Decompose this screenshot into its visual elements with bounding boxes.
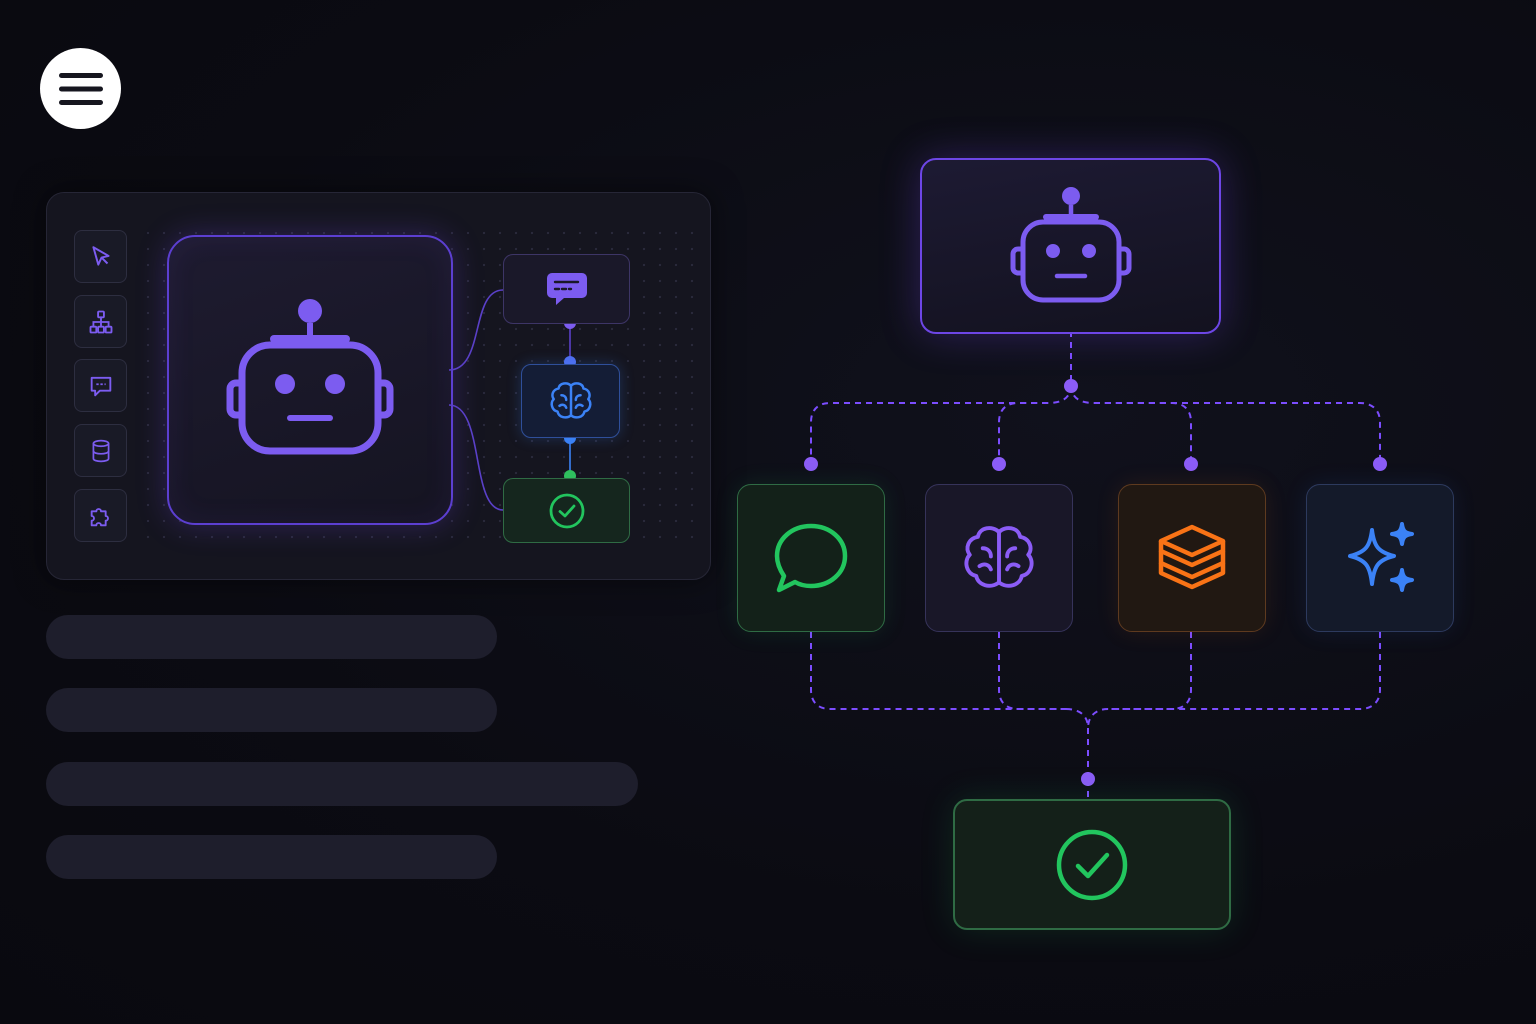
placeholder-line [46,615,497,659]
check-circle-icon [549,493,584,528]
mini-chat-node[interactable] [503,254,630,324]
check-circle-icon [1056,829,1128,900]
database-icon [92,439,109,462]
chat-node[interactable] [737,484,885,632]
menu-button[interactable] [40,48,121,129]
plugin-tool-button[interactable] [74,489,127,542]
placeholder-line [46,835,497,879]
placeholder-line [46,688,497,732]
layers-icon [1158,524,1226,590]
mini-check-node[interactable] [503,478,630,543]
robot-icon [226,299,394,455]
hierarchy-icon [89,310,112,333]
brain-icon [964,526,1034,588]
agent-node-large[interactable] [167,235,453,525]
select-tool-button[interactable] [74,230,127,283]
puzzle-icon [90,507,109,526]
chat-bubble-icon [774,523,848,593]
brain-node[interactable] [925,484,1073,632]
sparkles-icon [1348,522,1414,592]
comment-icon [90,376,111,396]
brain-icon [550,382,591,419]
cursor-icon [91,245,110,266]
database-tool-button[interactable] [74,424,127,477]
root-agent-node[interactable] [920,158,1221,334]
mini-brain-node[interactable] [521,364,620,438]
placeholder-line [46,762,638,806]
layers-node[interactable] [1118,484,1266,632]
hierarchy-tool-button[interactable] [74,295,127,348]
output-node[interactable] [953,799,1231,930]
comment-tool-button[interactable] [74,359,127,412]
sparkles-node[interactable] [1306,484,1454,632]
robot-icon [1010,187,1131,303]
chat-bubble-icon [546,273,587,305]
hamburger-menu-icon [58,72,103,105]
